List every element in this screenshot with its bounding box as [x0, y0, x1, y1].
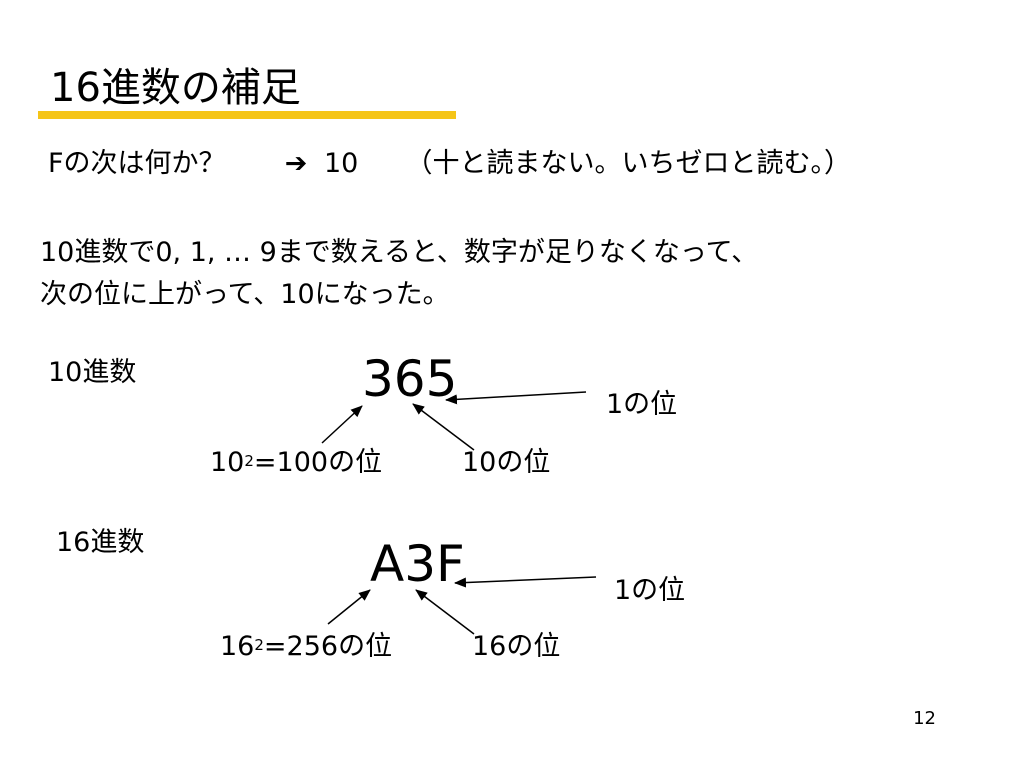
- hex-256-rest: =256の位: [263, 631, 393, 662]
- decimal-tens-place: 10の位: [462, 447, 551, 478]
- hex-label: 16進数: [56, 527, 145, 558]
- hex-sixteens-arrow: [415, 589, 475, 635]
- explanation-paragraph: 10進数で0, 1, … 9まで数えると、数字が足りなくなって、 次の位に上がっ…: [40, 232, 1000, 316]
- hex-256-base: 16: [220, 631, 255, 662]
- decimal-hundreds-rest: =100の位: [253, 447, 383, 478]
- hex-ones-place: 1の位: [614, 575, 686, 606]
- title-underline: [38, 111, 456, 119]
- hex-256-arrow: [327, 589, 371, 625]
- hex-ones-arrow: [454, 576, 597, 588]
- decimal-hundreds-arrow: [321, 405, 363, 444]
- question-text: Fの次は何か？: [48, 148, 226, 179]
- question-line: Fの次は何か？ ➔ 10 （十と読まない。いちゼロと読む。）: [48, 146, 851, 182]
- reading-note: （十と読まない。いちゼロと読む。）: [405, 148, 851, 179]
- hex-number: A3F: [370, 535, 465, 593]
- hex-256-place: 162=256の位: [220, 630, 392, 664]
- answer-text: 10: [323, 148, 359, 179]
- decimal-hundreds-base: 10: [210, 447, 245, 478]
- decimal-number: 365: [362, 350, 458, 408]
- explanation-line-1: 10進数で0, 1, … 9まで数えると、数字が足りなくなって、: [40, 237, 759, 268]
- decimal-ones-place: 1の位: [606, 389, 678, 420]
- slide-title: 16進数の補足: [50, 65, 301, 111]
- right-arrow-icon: ➔: [284, 148, 308, 179]
- decimal-tens-arrow: [412, 403, 475, 451]
- hex-sixteens-place: 16の位: [472, 631, 561, 662]
- decimal-hundreds-place: 102=100の位: [210, 446, 382, 480]
- page-number: 12: [913, 708, 936, 729]
- hex-256-exponent: 2: [254, 636, 264, 654]
- decimal-label: 10進数: [48, 357, 137, 388]
- decimal-hundreds-exponent: 2: [244, 452, 254, 470]
- decimal-ones-arrow: [445, 391, 587, 405]
- explanation-line-2: 次の位に上がって、10になった。: [40, 279, 450, 310]
